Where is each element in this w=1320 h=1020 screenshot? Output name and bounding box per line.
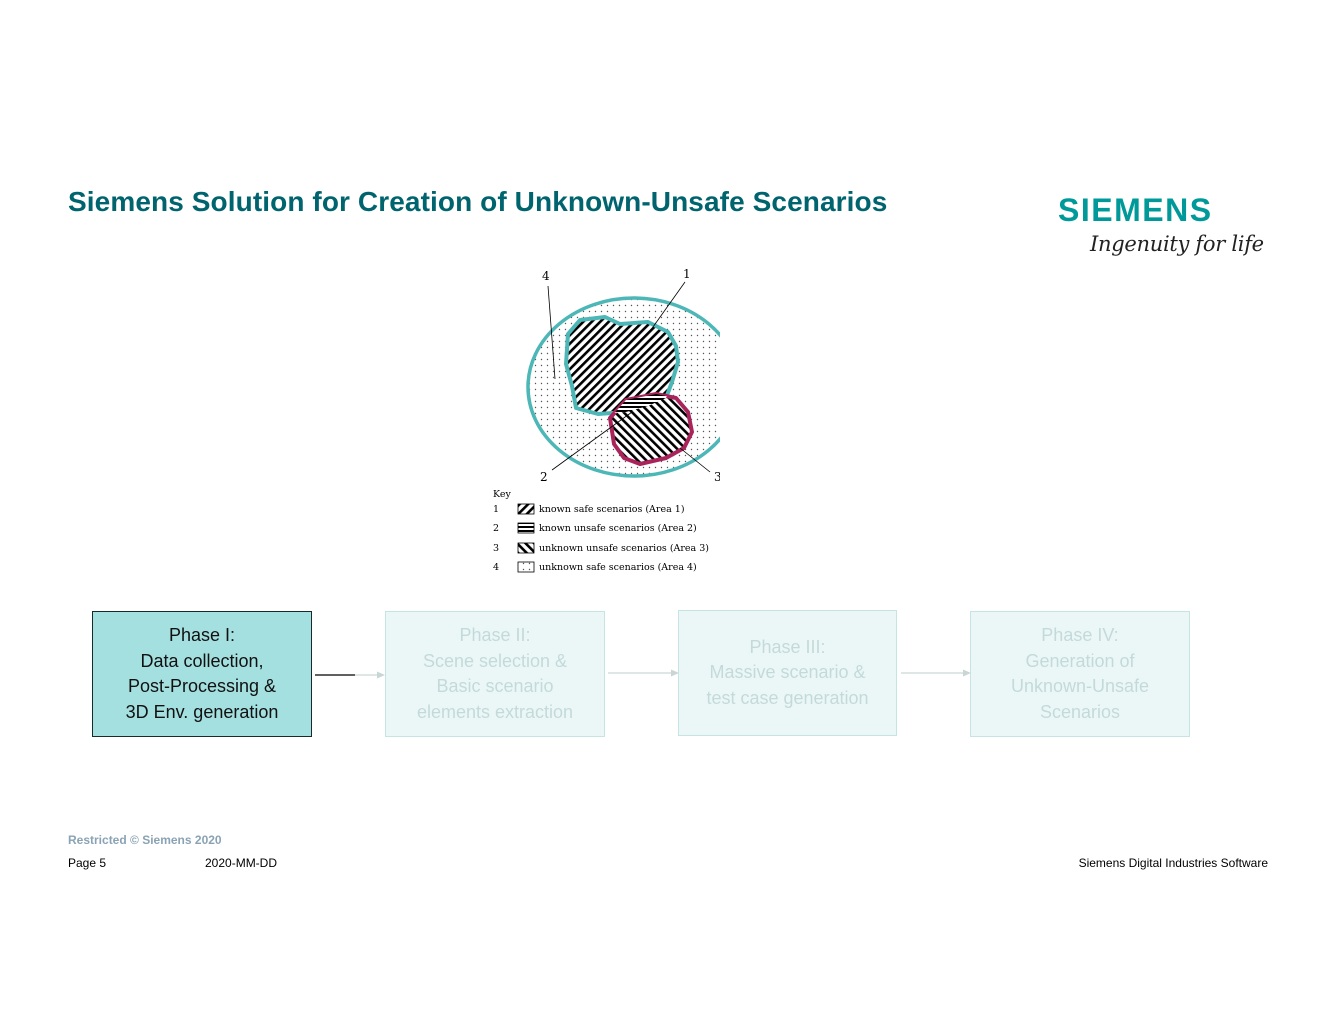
key-label-2: known unsafe scenarios (Area 2) — [539, 523, 697, 534]
key-num-4: 4 — [493, 562, 499, 573]
phase-2-text: Phase II: Scene selection & Basic scenar… — [416, 625, 574, 722]
logo-wordmark: SIEMENS — [1058, 192, 1213, 228]
key-label-4: unknown safe scenarios (Area 4) — [539, 562, 697, 573]
footer-page-number: Page 5 — [68, 856, 107, 870]
key-swatch-3 — [517, 542, 535, 554]
arrowhead-1 — [377, 671, 385, 679]
phase-4-box[interactable]: Phase IV: Generation of Unknown-Unsafe S… — [970, 611, 1190, 737]
key-num-3: 3 — [493, 543, 499, 554]
area-1-shape — [564, 315, 680, 416]
footer-restricted: Restricted © Siemens 2020 — [68, 833, 222, 847]
callout-4: 4 — [542, 269, 550, 283]
phase-3-box[interactable]: Phase III: Massive scenario & test case … — [678, 610, 897, 736]
callout-2: 2 — [540, 470, 548, 484]
phase-1-box[interactable]: Phase I: Data collection, Post-Processin… — [92, 611, 312, 737]
scenario-areas-diagram: 4 1 2 3 Key 1 known safe scenarios (Area… — [493, 267, 720, 573]
key-swatch-4 — [517, 561, 535, 573]
phase-4-text: Phase IV: Generation of Unknown-Unsafe S… — [1010, 625, 1150, 722]
key-label-3: unknown unsafe scenarios (Area 3) — [539, 543, 709, 554]
siemens-logo: SIEMENS Ingenuity for life — [1056, 192, 1264, 267]
key-num-2: 2 — [493, 523, 499, 534]
key-num-1: 1 — [493, 504, 499, 515]
phase-3-text: Phase III: Massive scenario & test case … — [706, 636, 869, 708]
slide-title: Siemens Solution for Creation of Unknown… — [68, 186, 888, 217]
phase-2-box[interactable]: Phase II: Scene selection & Basic scenar… — [385, 611, 605, 737]
logo-tagline: Ingenuity for life — [1090, 232, 1264, 256]
key-title: Key — [493, 489, 511, 500]
phase-1-text: Phase I: Data collection, Post-Processin… — [125, 625, 279, 722]
footer-date: 2020-MM-DD — [205, 856, 278, 870]
footer-company: Siemens Digital Industries Software — [1078, 856, 1268, 870]
key-label-1: known safe scenarios (Area 1) — [539, 504, 685, 515]
callout-3: 3 — [714, 470, 720, 484]
callout-1: 1 — [683, 267, 691, 281]
key-swatch-1 — [517, 503, 535, 515]
key-swatch-2 — [517, 522, 535, 534]
